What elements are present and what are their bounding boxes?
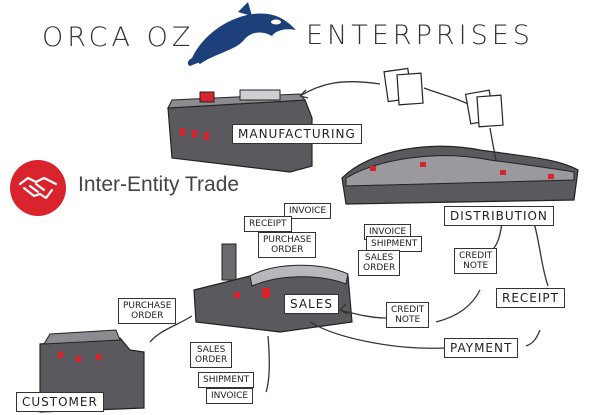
header-right-word: ENTERPRISES	[306, 20, 534, 51]
inter-entity-trade-label: Inter-Entity Trade	[78, 173, 240, 196]
paper-documents-illustration	[383, 67, 504, 128]
customer-label: CUSTOMER	[16, 392, 104, 412]
purchase-order-label-2: PURCHASE ORDER	[118, 298, 177, 324]
sales-building-illustration	[193, 243, 353, 333]
sales-order-label-1: SALES ORDER	[358, 250, 401, 276]
credit-note-label-2: CREDIT NOTE	[386, 302, 430, 328]
distribution-building-illustration	[341, 145, 579, 205]
distribution-label: DISTRIBUTION	[444, 206, 554, 226]
sales-label: SALES	[284, 294, 339, 314]
header-left-word: ORCA OZ	[42, 22, 195, 53]
receipt-label-1: RECEIPT	[244, 216, 292, 232]
invoice-label-3: INVOICE	[206, 388, 254, 404]
invoice-label-1: INVOICE	[284, 203, 332, 219]
receipt-label-2: RECEIPT	[496, 288, 565, 308]
flow-arrows	[149, 81, 549, 393]
handshake-icon	[18, 176, 58, 200]
orca-whale-icon	[187, 2, 296, 66]
credit-note-label-1: CREDIT NOTE	[454, 248, 498, 274]
manufacturing-label: MANUFACTURING	[232, 124, 362, 144]
inter-entity-trade-badge	[10, 160, 66, 216]
payment-label: PAYMENT	[444, 338, 519, 358]
sales-order-label-2: SALES ORDER	[190, 342, 233, 368]
shipment-label-2: SHIPMENT	[198, 372, 255, 388]
purchase-order-label-1: PURCHASE ORDER	[258, 232, 317, 258]
